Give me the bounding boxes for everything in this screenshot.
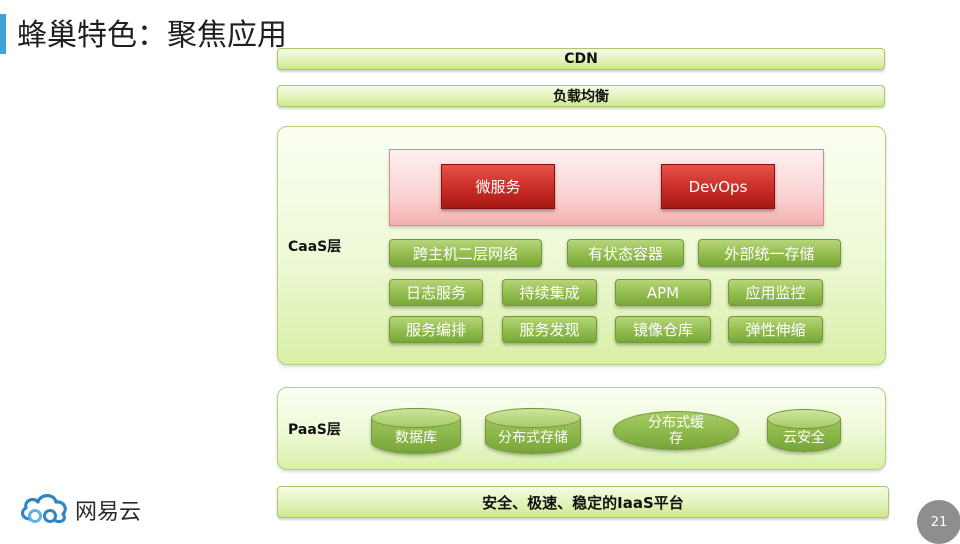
caas-item-image-registry: 镜像仓库 — [615, 316, 711, 343]
brand-logo: 网易云 — [18, 489, 158, 525]
caas-layer-label: CaaS层 — [288, 239, 342, 255]
caas-item-cross-host-network: 跨主机二层网络 — [389, 239, 542, 267]
page-number: 21 — [917, 500, 960, 544]
page-title: 蜂巢特色：聚焦应用 — [17, 18, 287, 53]
microservice-node: 微服务 — [441, 164, 555, 209]
caas-item-apm: APM — [615, 279, 711, 306]
cdn-bar: CDN — [277, 48, 885, 70]
cloud-security-label: 云安全 — [783, 429, 825, 446]
caas-item-discovery: 服务发现 — [502, 316, 597, 343]
cdn-label: CDN — [564, 51, 598, 67]
cloud-logo-icon — [20, 494, 67, 524]
iaas-label: 安全、极速、稳定的IaaS平台 — [482, 493, 684, 512]
load-balance-label: 负载均衡 — [553, 89, 609, 105]
database-label: 数据库 — [395, 430, 437, 446]
iaas-bar: 安全、极速、稳定的IaaS平台 — [277, 486, 889, 518]
caas-item-orchestration: 服务编排 — [389, 316, 483, 343]
paas-item-distributed-storage: 分布式存储 — [485, 408, 581, 454]
devops-label: DevOps — [688, 177, 748, 196]
title-accent-bar — [0, 14, 6, 54]
devops-node: DevOps — [661, 164, 775, 209]
load-balance-bar: 负载均衡 — [277, 85, 885, 107]
caas-item-app-monitor: 应用监控 — [728, 279, 823, 306]
microservice-label: 微服务 — [475, 178, 521, 196]
distributed-cache-label: 分布式缓存 — [648, 414, 704, 447]
caas-item-stateful-container: 有状态容器 — [567, 239, 684, 267]
paas-item-distributed-cache: 分布式缓存 — [613, 411, 739, 450]
distributed-storage-label: 分布式存储 — [498, 430, 568, 446]
paas-item-cloud-security: 云安全 — [767, 409, 841, 452]
caas-item-log-service: 日志服务 — [389, 279, 483, 306]
brand-name: 网易云 — [75, 500, 142, 525]
caas-item-ci: 持续集成 — [502, 279, 597, 306]
caas-item-external-storage: 外部统一存储 — [698, 239, 841, 267]
paas-item-database: 数据库 — [371, 408, 461, 454]
paas-layer-label: PaaS层 — [288, 422, 341, 438]
caas-item-autoscaling: 弹性伸缩 — [728, 316, 823, 343]
